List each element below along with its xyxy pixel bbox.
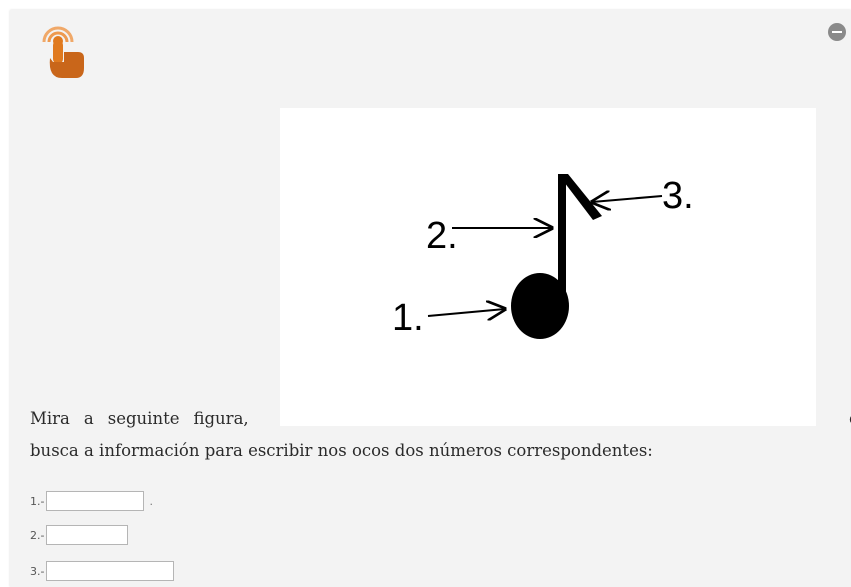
touch-hand-icon (36, 22, 84, 78)
instruction-word: seguinte (107, 409, 180, 428)
answer-input-2[interactable] (46, 525, 129, 545)
music-note-figure: 1. 2. 3. (280, 108, 816, 426)
answer-row-2: 2.- (30, 525, 129, 545)
answer-label-2: 2.- (30, 528, 45, 542)
instruction-line-2: busca a información para escribir nos oc… (30, 441, 653, 460)
note-stem (558, 174, 566, 304)
figure-label-1: 1. (392, 297, 424, 339)
answer-row-1: 1.- . (30, 491, 153, 511)
answer-label-3: 3.- (30, 564, 45, 578)
collapse-button[interactable] (828, 23, 846, 41)
instruction-word: figura, (193, 409, 249, 428)
figure-label-3: 3. (662, 175, 694, 217)
figure-label-2: 2. (426, 215, 458, 257)
note-head (511, 273, 569, 339)
instruction-word: Mira (30, 409, 70, 428)
answer-input-3[interactable] (46, 561, 175, 581)
instruction-word: a (83, 409, 94, 428)
answer-input-1[interactable] (46, 491, 145, 511)
instruction-word: e (849, 407, 851, 431)
answer-label-1: 1.- (30, 494, 45, 508)
answer-row-3: 3.- (30, 561, 175, 581)
answer-suffix-1: . (149, 494, 153, 508)
